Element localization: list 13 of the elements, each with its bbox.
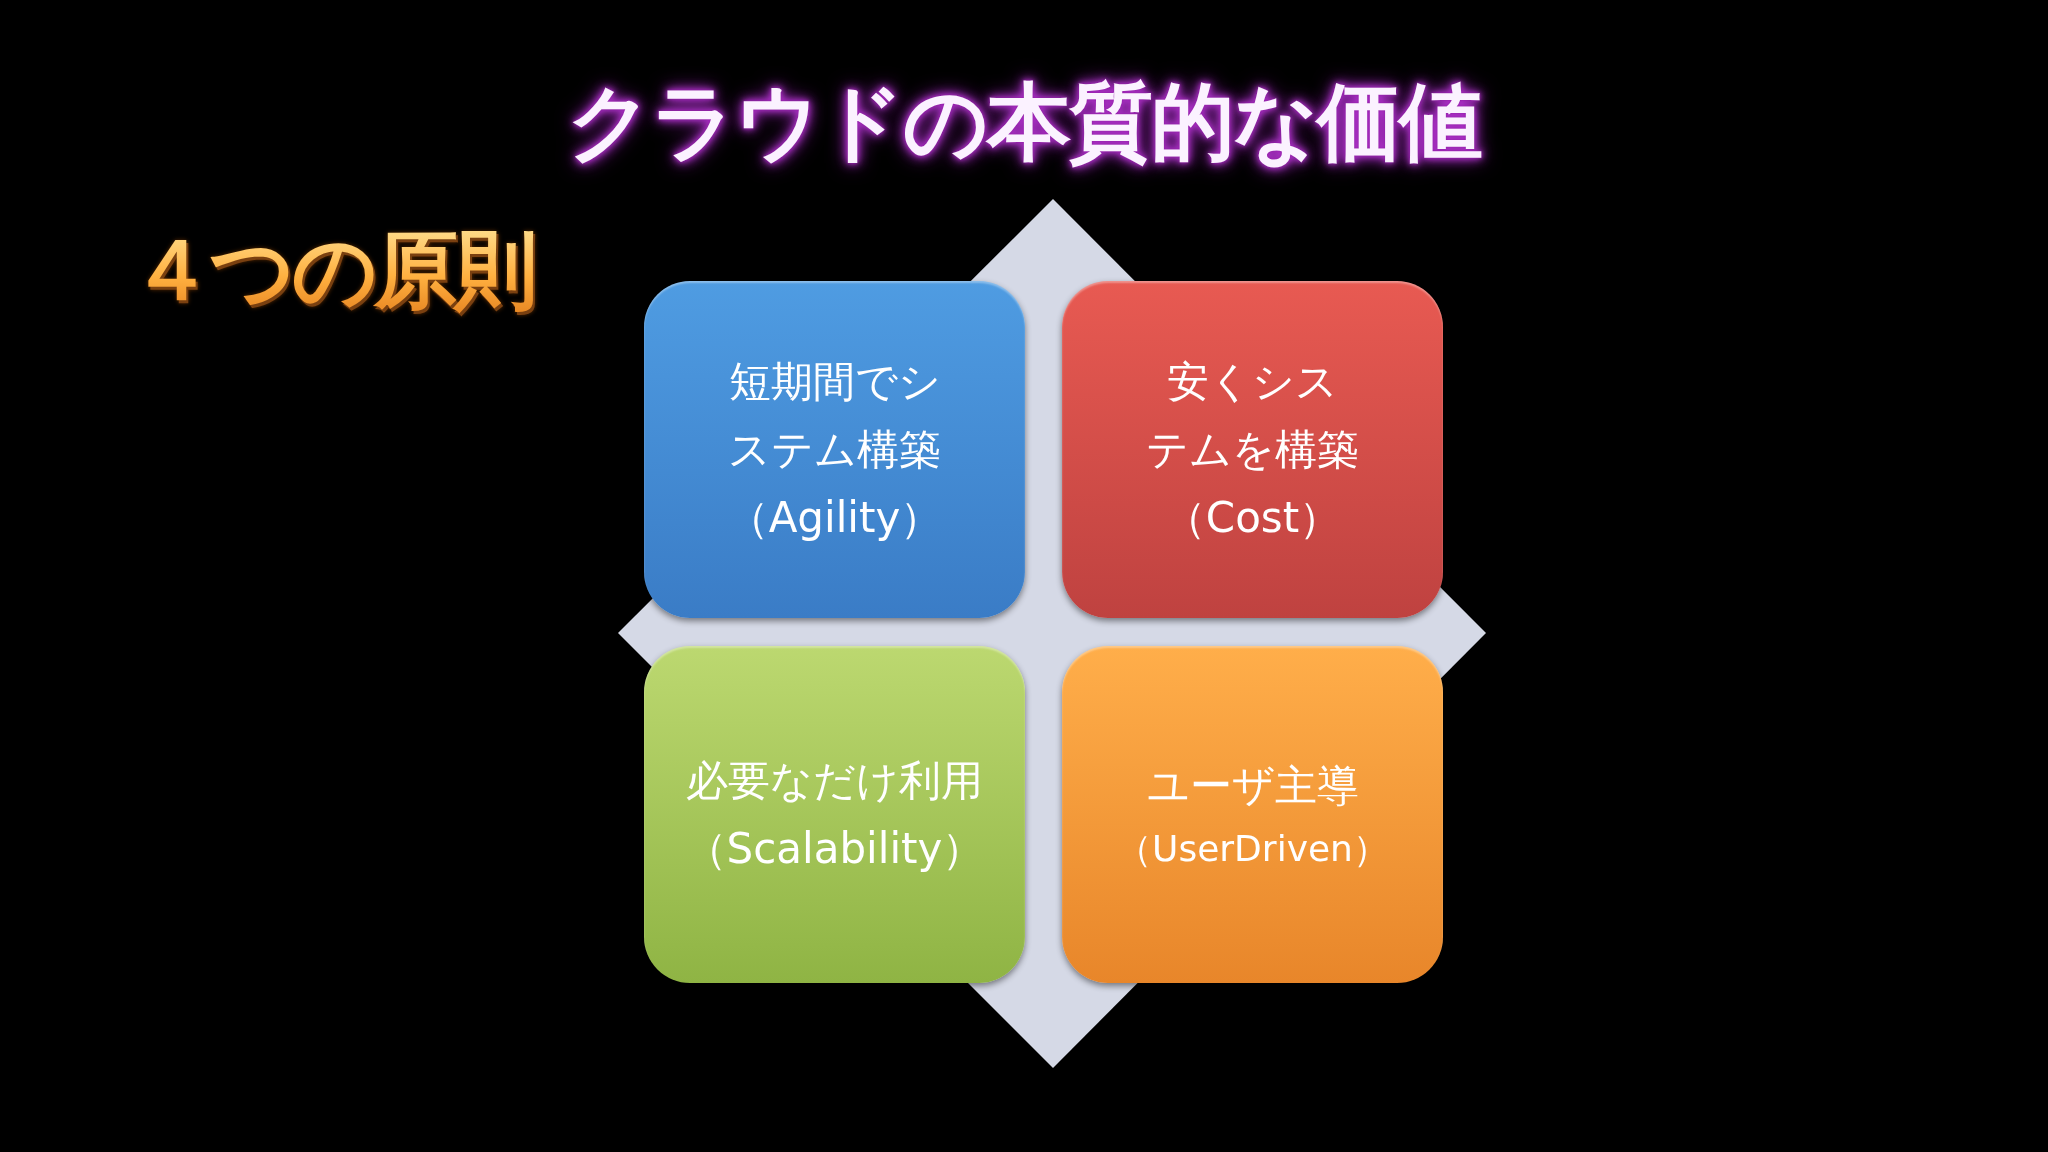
- card-heading: ユーザ主導: [1145, 759, 1360, 812]
- card-heading: 短期間でシステム構築: [727, 355, 942, 476]
- card-heading: 必要なだけ利用: [685, 754, 984, 807]
- slide-title: クラウドの本質的な価値: [566, 72, 1483, 173]
- value-card: [644, 281, 1025, 618]
- value-card: [644, 646, 1025, 983]
- card-heading: 安くシステムを構築: [1145, 355, 1360, 476]
- value-card: [1062, 646, 1443, 983]
- card-subtitle: （Agility）: [726, 491, 943, 544]
- card-subtitle: （Scalability）: [684, 822, 985, 875]
- value-card: [1062, 281, 1443, 618]
- card-subtitle: （Cost）: [1163, 491, 1342, 544]
- card-subtitle: （UserDriven）: [1116, 826, 1389, 871]
